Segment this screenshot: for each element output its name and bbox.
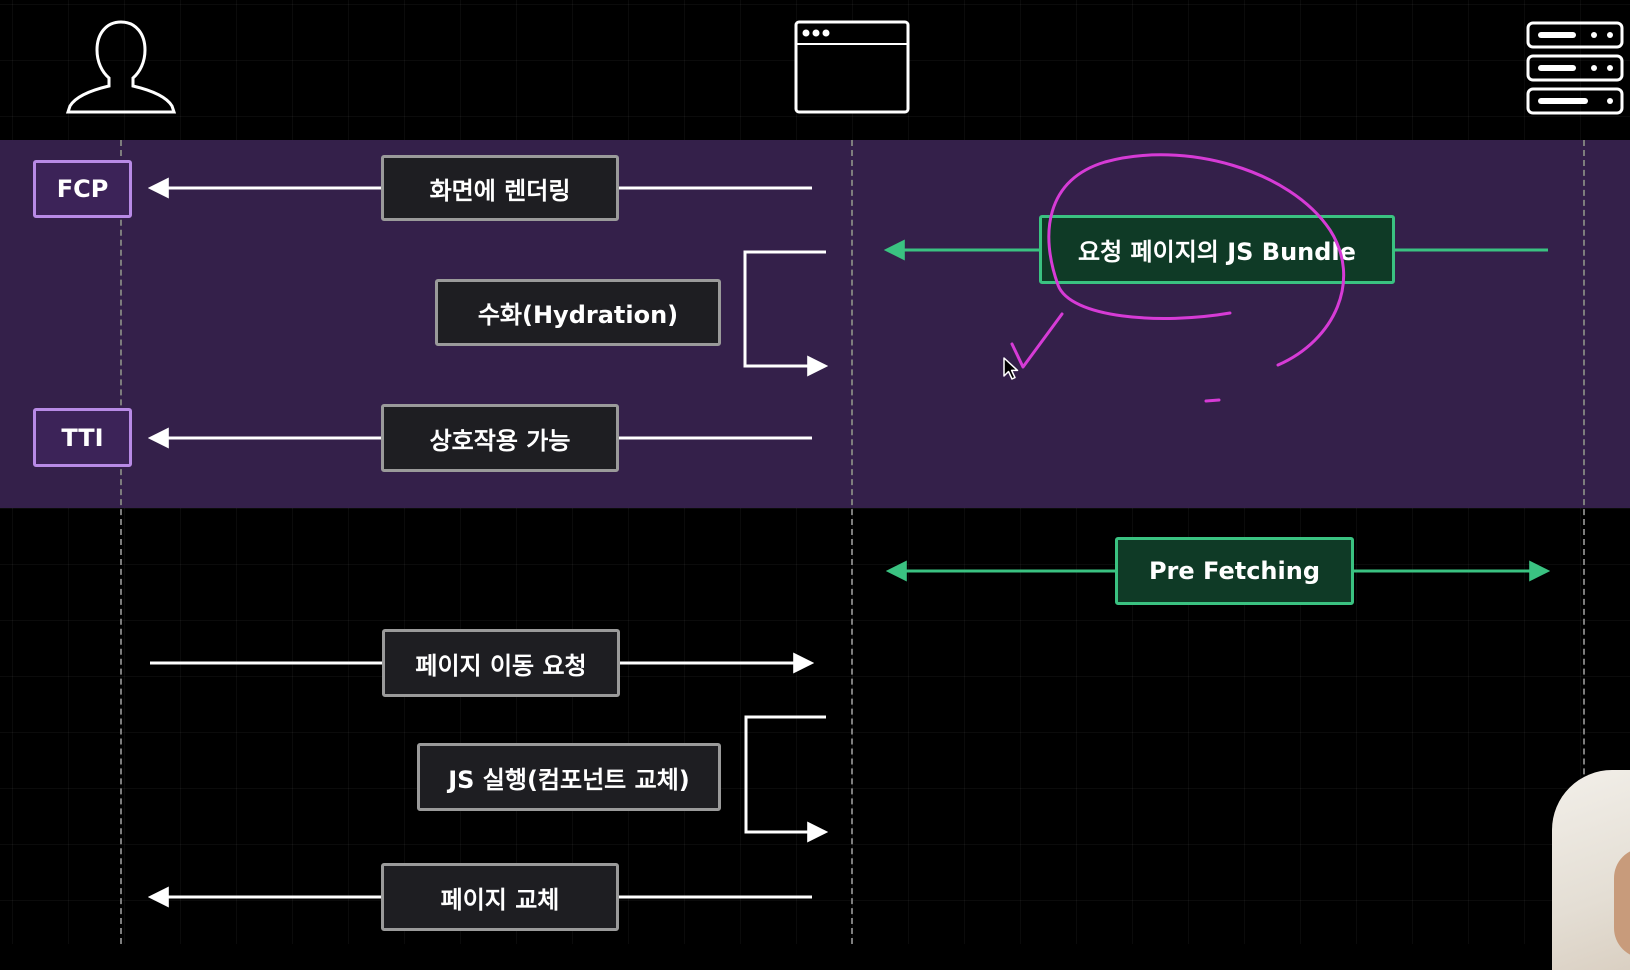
user-silhouette-icon — [65, 20, 177, 114]
fcp-badge: FCP — [33, 160, 132, 218]
browser-lifeline — [851, 140, 853, 944]
page-replace-step: 페이지 교체 — [381, 863, 619, 931]
initial-load-section-band — [0, 140, 1630, 508]
js-execute-bracket-arrow — [744, 715, 829, 843]
mouse-cursor-icon — [1003, 357, 1019, 380]
browser-window-icon — [794, 20, 910, 114]
js-execute-step: JS 실행(컴포넌트 교체) — [417, 743, 721, 811]
annotation-layer — [1010, 153, 1346, 403]
hydration-step: 수화(Hydration) — [435, 279, 721, 346]
prefetching-step: Pre Fetching — [1115, 537, 1354, 605]
render-step: 화면에 렌더링 — [381, 155, 619, 221]
presenter-webcam-overlay — [1552, 770, 1630, 970]
user-lifeline — [120, 140, 122, 944]
annotation-circle — [1047, 153, 1346, 367]
hydration-bracket-arrow — [743, 250, 829, 377]
annotation-dash — [1204, 398, 1221, 403]
annotation-checkmark — [1010, 312, 1064, 369]
js-bundle-step: 요청 페이지의 JS Bundle — [1039, 215, 1395, 284]
tti-badge: TTI — [33, 408, 132, 467]
interactive-step: 상호작용 가능 — [381, 404, 619, 472]
server-rack-icon — [1526, 21, 1624, 115]
server-lifeline — [1583, 140, 1585, 944]
page-move-request-step: 페이지 이동 요청 — [382, 629, 620, 697]
